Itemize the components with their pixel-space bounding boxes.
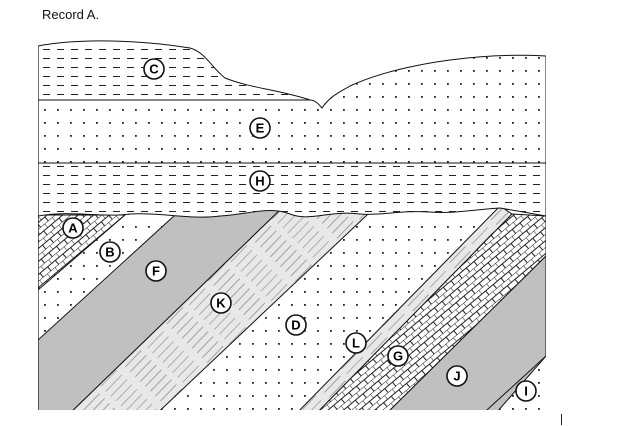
text-cursor xyxy=(561,414,562,425)
svg-text:J: J xyxy=(453,369,460,384)
label-k: K xyxy=(210,292,232,314)
record-title: Record A. xyxy=(42,7,100,22)
svg-text:C: C xyxy=(149,62,159,77)
svg-text:H: H xyxy=(255,174,264,189)
label-i: I xyxy=(515,380,537,402)
layer-a-band xyxy=(38,214,127,291)
svg-text:I: I xyxy=(524,384,528,399)
label-e: E xyxy=(249,117,271,139)
label-j: J xyxy=(446,365,468,387)
layer-j-band xyxy=(389,255,546,410)
svg-text:B: B xyxy=(105,245,114,260)
layer-c-band xyxy=(38,40,311,101)
svg-text:K: K xyxy=(216,296,226,311)
label-d: D xyxy=(285,314,307,336)
label-g: G xyxy=(387,345,409,367)
label-l: L xyxy=(345,332,367,354)
label-b: B xyxy=(99,241,121,263)
svg-text:G: G xyxy=(393,349,403,364)
svg-text:D: D xyxy=(291,318,300,333)
svg-text:L: L xyxy=(352,336,360,351)
svg-text:A: A xyxy=(68,221,78,236)
svg-text:F: F xyxy=(152,264,160,279)
label-c: C xyxy=(143,58,165,80)
svg-text:E: E xyxy=(256,121,265,136)
label-a: A xyxy=(62,217,84,239)
label-h: H xyxy=(249,170,271,192)
layer-e-band xyxy=(38,54,546,164)
label-f: F xyxy=(145,260,167,282)
